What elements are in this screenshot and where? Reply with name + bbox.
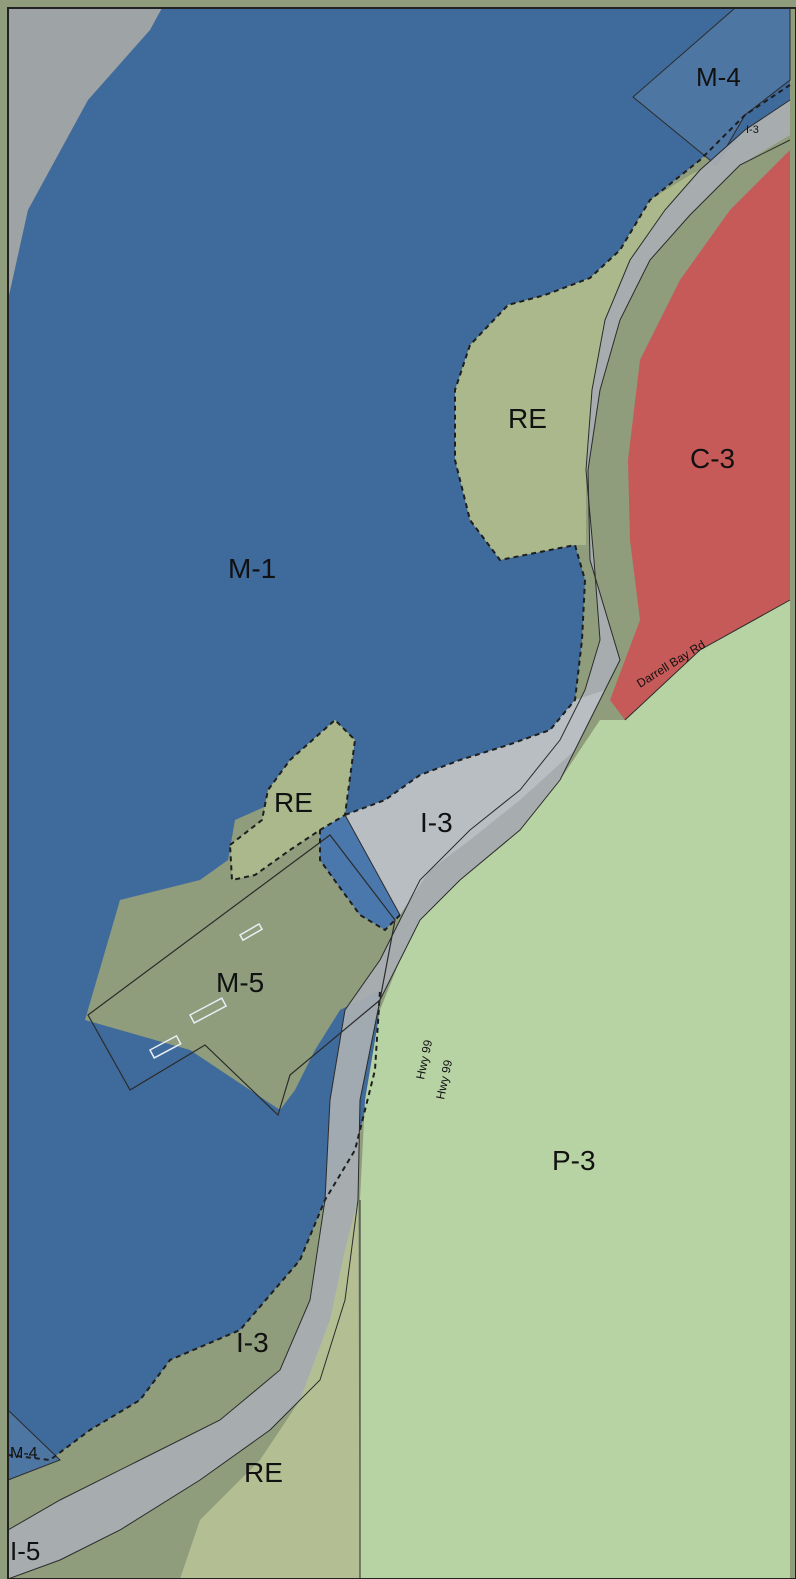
map-border: [7, 7, 796, 1579]
re-island-zone: [230, 720, 355, 880]
p3-park-zone: [360, 600, 790, 1579]
water-m1-zone: [8, 8, 790, 1460]
zone-label-m1: M-1: [228, 553, 276, 584]
zone-label-i3-top: I-3: [746, 124, 759, 136]
zone-label-re-island: RE: [274, 787, 313, 818]
island-shoreline: [228, 718, 357, 882]
zone-label-m4-left: M-4: [10, 1445, 38, 1462]
zone-label-i5: I-5: [10, 1536, 40, 1566]
zone-label-m5: M-5: [216, 967, 264, 998]
zone-label-re-bottom: RE: [244, 1457, 283, 1488]
re-bottom-zone: [180, 1200, 360, 1579]
gray-land-area: [8, 8, 162, 300]
c3-commercial-zone: [610, 150, 790, 720]
zone-boundaries: [7, 99, 791, 1579]
zone-label-c3: C-3: [690, 443, 735, 474]
m5-boundary: [87, 834, 396, 1117]
zone-label-m4-top: M-4: [696, 62, 741, 92]
dock-floats: [148, 922, 264, 1059]
zone-label-i3-lower: I-3: [236, 1327, 269, 1358]
zone-label-re-upper: RE: [508, 403, 547, 434]
shoreline-dashed: [7, 84, 791, 1462]
re-upper-zone: [455, 170, 700, 560]
zone-label-p3: P-3: [552, 1145, 596, 1176]
i3-middle-zone: [345, 690, 605, 915]
zone-label-i3-middle: I-3: [420, 807, 453, 838]
